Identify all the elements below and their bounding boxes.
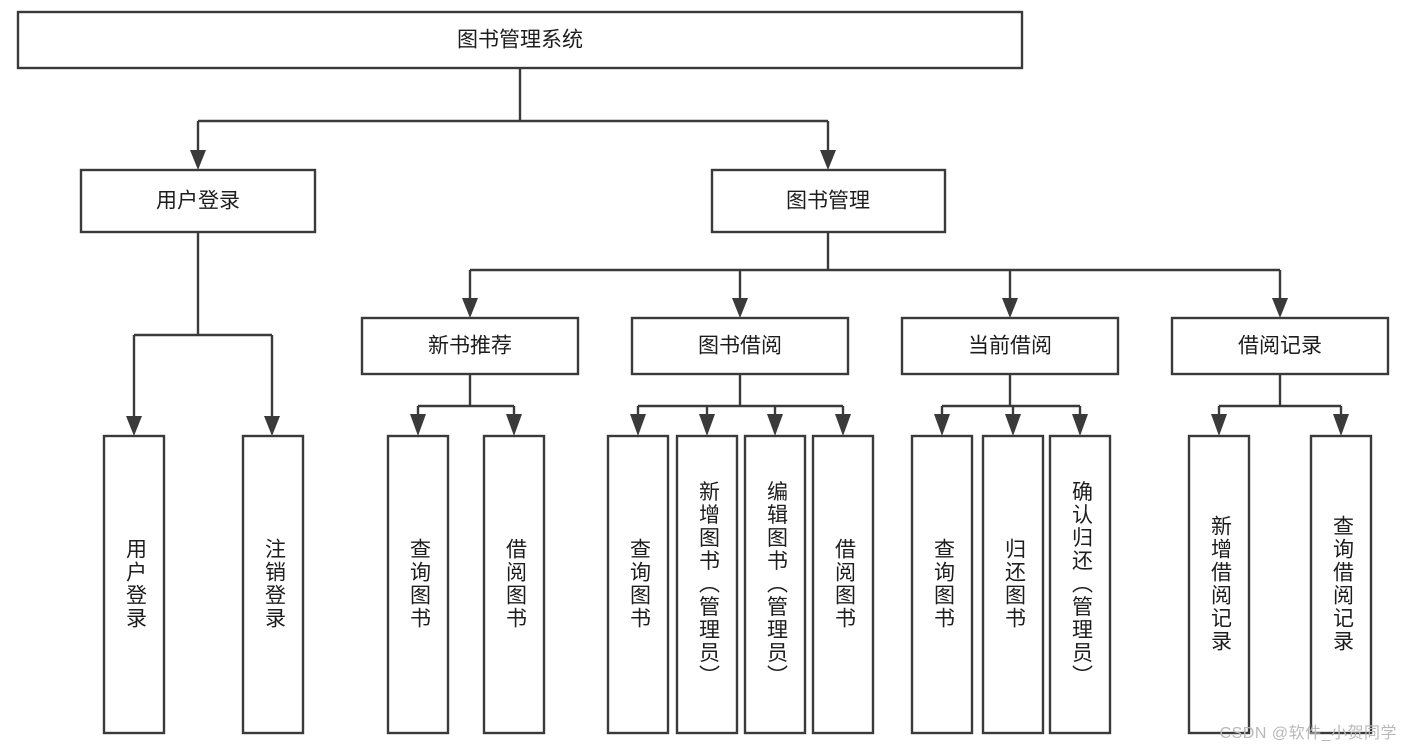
node-leaf-query-book-c-box[interactable] [910,434,974,735]
arrowhead-book-mgmt [820,150,836,170]
node-new-book-recommend-box[interactable] [360,316,580,376]
arrowhead-leaf-11 [1072,414,1088,436]
node-leaf-user-login[interactable]: 用户登录 [102,434,166,735]
node-leaf-borrow-book-a-box[interactable] [482,434,546,735]
node-leaf-query-book-b-box[interactable] [606,434,670,735]
node-current-borrow[interactable]: 当前借阅 [900,316,1120,376]
node-book-borrow-box[interactable] [630,316,850,376]
arrowhead-leaf-6 [699,414,715,436]
arrowhead-leaf-13 [1333,414,1349,436]
node-leaf-query-book-c[interactable]: 查询图书 [910,434,974,735]
node-leaf-confirm-return-admin[interactable]: 确认归还（管理员） [1048,434,1112,735]
arrowhead-leaf-9 [934,414,950,436]
node-leaf-borrow-book-b-box[interactable] [811,434,875,735]
node-current-borrow-label: 当前借阅 [968,335,1052,358]
node-leaf-logout[interactable]: 注销登录 [241,434,305,735]
connector-layer [126,68,1349,436]
node-leaf-edit-book-admin-label: 编辑图书（管理员） [764,481,788,688]
node-leaf-borrow-book-b-label: 借阅图书 [832,538,856,630]
node-leaf-user-login-box[interactable] [102,434,166,735]
node-leaf-query-borrow-record-label: 查询借阅记录 [1330,515,1354,653]
node-current-borrow-box[interactable] [900,316,1120,376]
node-root-box[interactable] [16,10,1024,70]
node-leaf-query-book-b[interactable]: 查询图书 [606,434,670,735]
node-leaf-borrow-book-a[interactable]: 借阅图书 [482,434,546,735]
node-leaf-query-borrow-record[interactable]: 查询借阅记录 [1309,434,1373,735]
node-new-book-recommend-label: 新书推荐 [428,335,512,358]
node-borrow-record-box[interactable] [1170,316,1390,376]
node-leaf-confirm-return-admin-box[interactable] [1048,434,1112,735]
arrowhead-leaf-2 [264,416,280,436]
node-leaf-borrow-book-a-label: 借阅图书 [503,538,527,630]
node-user-login-box[interactable] [79,168,317,234]
node-leaf-query-book-a-label: 查询图书 [407,538,431,630]
node-leaf-query-book-a[interactable]: 查询图书 [386,434,450,735]
node-leaf-edit-book-admin[interactable]: 编辑图书（管理员） [743,434,807,735]
node-user-login-label: 用户登录 [156,190,240,213]
arrowhead-leaf-12 [1211,414,1227,436]
node-root[interactable]: 图书管理系统 [16,10,1024,70]
node-leaf-query-borrow-record-box[interactable] [1309,434,1373,735]
node-user-login[interactable]: 用户登录 [79,168,317,234]
node-leaf-add-borrow-record-label: 新增借阅记录 [1208,515,1232,653]
node-book-borrow-label: 图书借阅 [698,335,782,358]
node-leaf-borrow-book-b[interactable]: 借阅图书 [811,434,875,735]
node-book-management-label: 图书管理 [786,190,870,213]
node-leaf-add-borrow-record[interactable]: 新增借阅记录 [1187,434,1251,735]
node-leaf-edit-book-admin-box[interactable] [743,434,807,735]
node-leaf-add-borrow-record-box[interactable] [1187,434,1251,735]
arrowhead-leaf-10 [1005,414,1021,436]
node-leaf-add-book-admin-box[interactable] [675,434,739,735]
node-leaf-query-book-b-label: 查询图书 [627,538,651,630]
node-leaf-user-login-label: 用户登录 [123,538,147,630]
arrowhead-leaf-5 [630,414,646,436]
node-leaf-add-book-admin[interactable]: 新增图书（管理员） [675,434,739,735]
arrowhead-leaf-1 [126,416,142,436]
arrowhead-leaf-4 [506,414,522,436]
node-borrow-record-label: 借阅记录 [1238,335,1322,358]
node-book-management[interactable]: 图书管理 [710,168,947,234]
node-leaf-query-book-a-box[interactable] [386,434,450,735]
node-leaf-query-book-c-label: 查询图书 [931,538,955,630]
node-book-borrow[interactable]: 图书借阅 [630,316,850,376]
arrowhead-leaf-3 [410,414,426,436]
node-leaf-logout-label: 注销登录 [262,538,286,630]
node-leaf-logout-box[interactable] [241,434,305,735]
arrowhead-new-book [462,298,478,318]
node-new-book-recommend[interactable]: 新书推荐 [360,316,580,376]
arrowhead-leaf-8 [835,414,851,436]
node-leaf-confirm-return-admin-label: 确认归还（管理员） [1069,481,1093,688]
node-leaf-return-book[interactable]: 归还图书 [981,434,1045,735]
node-leaf-add-book-admin-label: 新增图书（管理员） [696,481,720,688]
arrowhead-borrow-book [732,298,748,318]
node-leaf-return-book-label: 归还图书 [1002,538,1026,630]
arrowhead-borrow-record [1272,298,1288,318]
arrowhead-user-login [190,150,206,170]
node-leaf-return-book-box[interactable] [981,434,1045,735]
node-borrow-record[interactable]: 借阅记录 [1170,316,1390,376]
node-root-label: 图书管理系统 [457,29,583,52]
node-book-management-box[interactable] [710,168,947,234]
arrowhead-leaf-7 [767,414,783,436]
arrowhead-current-borrow [1002,298,1018,318]
